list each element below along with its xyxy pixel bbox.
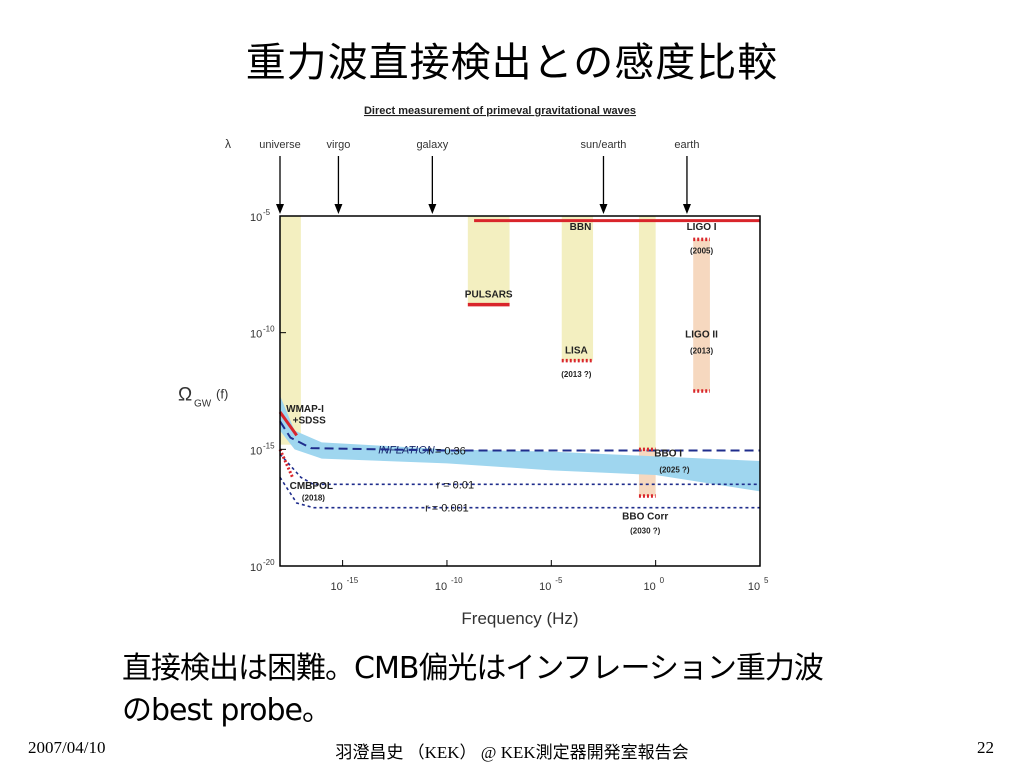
annotation-2013: (2013 ?) xyxy=(561,370,592,379)
annotation-bbo-i: BBO I xyxy=(654,448,682,459)
annotation-ligo-ii: LIGO II xyxy=(685,329,718,340)
limit-wmap xyxy=(278,411,298,437)
bbo-band xyxy=(638,216,656,450)
wavelength-label-galaxy: galaxy xyxy=(416,139,448,151)
y-axis-label-suffix: (f) xyxy=(216,386,228,401)
chart-title: Direct measurement of primeval gravitati… xyxy=(364,105,636,117)
y-tick-label-15: 10 xyxy=(250,445,262,457)
annotation-wmap-i: WMAP-I xyxy=(286,404,324,415)
series-r-0-36 xyxy=(279,420,760,452)
y-tick-label-5: 10 xyxy=(250,212,262,224)
pulsars-band xyxy=(467,216,510,305)
wavelength-label-sun-earth: sun/earth xyxy=(581,139,627,151)
lambda-label: λ xyxy=(225,137,231,151)
y-tick-label-20: 10 xyxy=(250,562,262,574)
wavelength-arrowhead-galaxy xyxy=(428,204,437,214)
wavelength-label-universe: universe xyxy=(259,139,301,151)
series-r-0-01 xyxy=(279,453,760,486)
annotation-bbo-corr: BBO Corr xyxy=(622,511,668,522)
y-tick-label-10: 10 xyxy=(250,329,262,341)
annotation-2013: (2013) xyxy=(690,347,713,356)
y-axis-label-sub: GW xyxy=(194,398,212,409)
x-tick-label-5: 10 xyxy=(539,581,551,593)
page-number: 22 xyxy=(977,738,994,757)
wavelength-label-virgo: virgo xyxy=(327,139,351,151)
annotation-pulsars: PULSARS xyxy=(465,290,513,301)
chart-annotations: BBN LIGO I (2005) PULSARS LIGO II (2013) LISA (… xyxy=(286,222,718,535)
annotation-lisa: LISA xyxy=(565,346,588,357)
wavelength-arrowhead-virgo xyxy=(334,204,343,214)
chart-axes: 10-1510-1010-510010510-510-1010-1510-20F… xyxy=(178,105,769,628)
x-tick-exp-15: -15 xyxy=(347,576,359,585)
lisa-band xyxy=(561,216,594,361)
series-label-r-0-36: r = 0.36 xyxy=(428,446,466,458)
x-tick-label-0: 10 xyxy=(644,581,656,593)
cmb-band xyxy=(280,216,301,445)
inflation-label: INFLATION xyxy=(378,444,435,456)
wavelength-arrowhead-sun-earth xyxy=(599,204,608,214)
x-tick-label-10: 10 xyxy=(435,581,447,593)
x-tick-label-5: 10 xyxy=(748,581,760,593)
footer-presenter: 羽澄昌史 （KEK） @ KEK測定器開発室報告会 xyxy=(335,743,689,762)
annotation-2018: (2018) xyxy=(302,494,325,503)
x-tick-exp-5: 5 xyxy=(764,576,769,585)
slide-caption: 直接検出は困難。CMB偏光はインフレーション重力波 のbest probe。 xyxy=(122,648,824,732)
wavelength-label-earth: earth xyxy=(674,139,699,151)
caption-line-1: 直接検出は困難。CMB偏光はインフレーション重力波 xyxy=(122,651,824,686)
wavelength-arrowhead-universe xyxy=(276,204,284,214)
series-label-r-0-001: r = 0.001 xyxy=(425,503,469,515)
annotation-bbn: BBN xyxy=(570,222,592,233)
inflation-band xyxy=(280,395,760,492)
annotation-cmbpol: CMBPOL xyxy=(290,481,333,492)
y-tick-exp-5: -5 xyxy=(263,208,271,217)
limit-cmbpol xyxy=(278,448,294,478)
x-tick-exp-0: 0 xyxy=(660,576,665,585)
x-tick-exp-5: -5 xyxy=(555,576,563,585)
x-axis-label: Frequency (Hz) xyxy=(461,609,578,628)
gw-sensitivity-chart: INFLATION r = 0.36r = 0.01r = 0.001 10-1… xyxy=(178,105,769,628)
wavelength-arrowhead-earth xyxy=(682,204,691,214)
tensor-ratio-lines: r = 0.36 r = 0.01 r = 0.001 xyxy=(279,420,760,515)
annotation-2005: (2005) xyxy=(690,246,713,255)
series-label-r-0-01: r = 0.01 xyxy=(436,479,474,491)
x-tick-label-15: 10 xyxy=(330,581,342,593)
experiment-limits xyxy=(278,219,760,498)
plot-frame xyxy=(279,215,761,567)
y-tick-exp-10: -10 xyxy=(263,325,275,334)
annotation-2030: (2030 ?) xyxy=(630,526,661,535)
y-tick-exp-15: -15 xyxy=(263,441,275,450)
series-r-0-001 xyxy=(279,476,760,509)
ligo-band xyxy=(693,239,710,391)
x-tick-exp-10: -10 xyxy=(451,576,463,585)
annotation-ligo-i: LIGO I xyxy=(687,222,717,233)
footer-date: 2007/04/10 xyxy=(28,738,106,757)
annotation-sdss: +SDSS xyxy=(293,416,326,427)
y-tick-exp-20: -20 xyxy=(263,558,275,567)
inflation-band-group: INFLATION xyxy=(280,395,760,492)
y-axis-label: Ω xyxy=(178,384,192,405)
annotation-2025: (2025 ?) xyxy=(659,466,690,475)
caption-line-2: のbest probe。 xyxy=(122,693,332,728)
slide-title: 重力波直接検出との感度比較 xyxy=(245,40,779,86)
